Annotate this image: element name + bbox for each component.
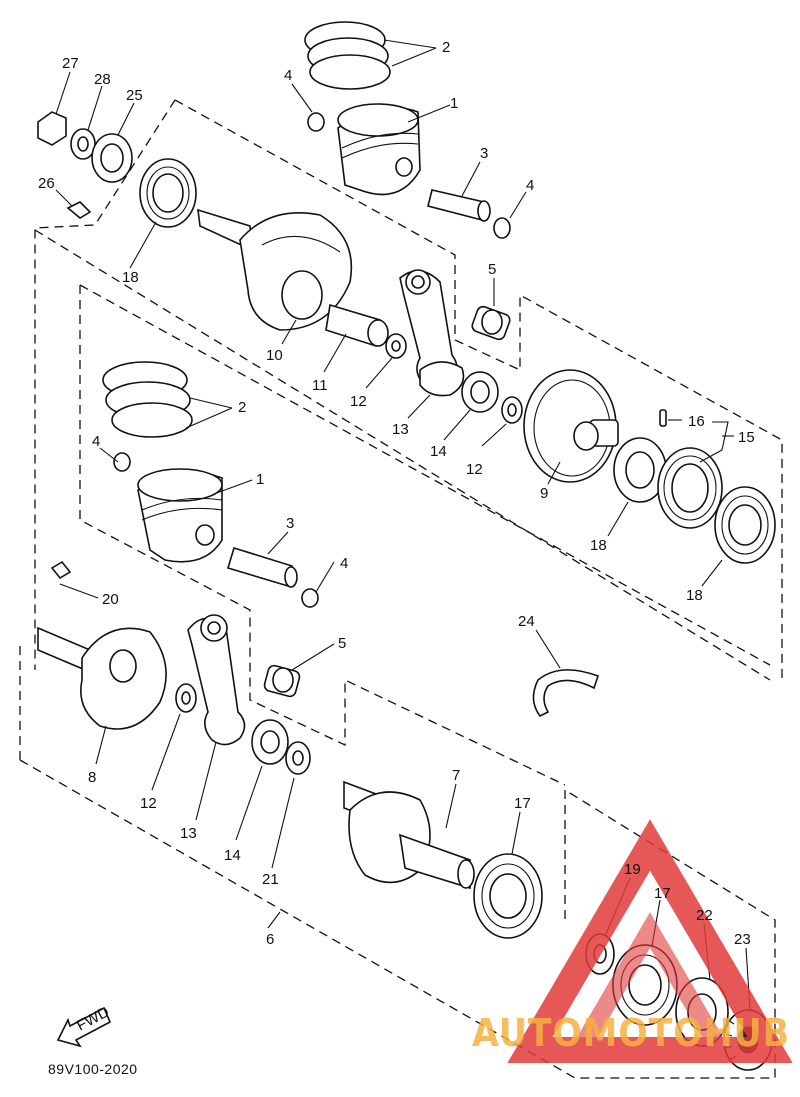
catalog-code: 89V100-2020 (48, 1061, 138, 1077)
circlip-upper-right (493, 217, 511, 239)
callout-9: 9 (540, 485, 548, 502)
callout-16: 16 (688, 413, 705, 430)
callout-23: 23 (734, 931, 751, 948)
watermark-text: AUTOMOTOHUB (472, 1011, 790, 1055)
washer-21 (285, 741, 311, 775)
callout-labels: 27 28 25 26 18 2 4 1 3 4 5 10 11 12 13 1… (38, 39, 755, 948)
callout-13: 13 (392, 421, 409, 438)
needle-bearing-14-lower (251, 719, 289, 765)
callout-1: 1 (256, 471, 264, 488)
callout-3: 3 (286, 515, 294, 532)
callout-6: 6 (266, 931, 274, 948)
callout-2: 2 (442, 39, 450, 56)
callout-22: 22 (696, 907, 713, 924)
circlip-lower-right (301, 588, 319, 608)
callout-19: 19 (624, 861, 641, 878)
forward-arrow-icon (56, 1006, 112, 1048)
dowel-pin-16 (659, 409, 667, 427)
callout-24: 24 (518, 613, 535, 630)
callout-1: 1 (450, 95, 458, 112)
callout-27: 27 (62, 55, 79, 72)
leader-lines (55, 39, 751, 1011)
half-shim-24 (532, 669, 600, 718)
callout-4: 4 (92, 433, 100, 450)
connecting-rod-upper (399, 269, 465, 397)
callout-18: 18 (122, 269, 139, 286)
washer-12-upper-a (385, 333, 407, 359)
callout-4: 4 (284, 67, 292, 84)
nut-27 (37, 111, 67, 146)
callout-26: 26 (38, 175, 55, 192)
callout-14: 14 (430, 443, 447, 460)
bearing-18-upper-left (139, 158, 197, 228)
crank-half-10 (197, 208, 353, 331)
circlip-upper-left (307, 112, 325, 132)
piston-rings-lower (102, 361, 193, 438)
callout-25: 25 (126, 87, 143, 104)
callout-12: 12 (466, 461, 483, 478)
needle-bearing-14-upper (461, 371, 499, 413)
crank-pin-11 (325, 303, 389, 348)
piston-pin-lower (227, 546, 298, 588)
washer-12-lower (175, 683, 197, 713)
callout-8: 8 (88, 769, 96, 786)
crank-half-8 (37, 626, 167, 730)
callout-21: 21 (262, 871, 279, 888)
callout-12: 12 (140, 795, 157, 812)
piston-rings-upper (304, 21, 391, 90)
callout-3: 3 (480, 145, 488, 162)
callout-4: 4 (526, 177, 534, 194)
piston-upper (337, 103, 421, 196)
connecting-rod-lower (187, 614, 246, 746)
callout-17: 17 (654, 885, 671, 902)
callout-28: 28 (94, 71, 111, 88)
crankshaft-7 (343, 780, 475, 890)
key-26 (66, 201, 92, 219)
circlip-lower-left (113, 452, 131, 472)
oil-seal-25 (91, 133, 133, 183)
watermark-logo (507, 819, 793, 1063)
callout-13: 13 (180, 825, 197, 842)
needle-bearing-small-lower (263, 664, 301, 698)
callout-5: 5 (338, 635, 346, 652)
piston-lower (137, 468, 223, 563)
callout-5: 5 (488, 261, 496, 278)
bearing-17-lower-a (473, 853, 543, 939)
bearing-18-right (714, 486, 776, 564)
callout-4: 4 (340, 555, 348, 572)
callout-15: 15 (738, 429, 755, 446)
washer-12-upper-b (501, 396, 523, 424)
callout-18: 18 (590, 537, 607, 554)
callout-14: 14 (224, 847, 241, 864)
bearing-15-assembly (613, 437, 723, 529)
crank-wheel-9 (523, 369, 619, 483)
key-20 (50, 560, 72, 580)
callout-2: 2 (238, 399, 246, 416)
callout-7: 7 (452, 767, 460, 784)
washer-28 (70, 128, 96, 160)
callout-17: 17 (514, 795, 531, 812)
callout-10: 10 (266, 347, 283, 364)
callout-12: 12 (350, 393, 367, 410)
piston-pin-upper (427, 189, 491, 222)
assembly-boundary-lines (19, 99, 783, 1079)
needle-bearing-small-upper (471, 305, 511, 341)
callout-18: 18 (686, 587, 703, 604)
callout-11: 11 (312, 377, 328, 394)
callout-20: 20 (102, 591, 119, 608)
